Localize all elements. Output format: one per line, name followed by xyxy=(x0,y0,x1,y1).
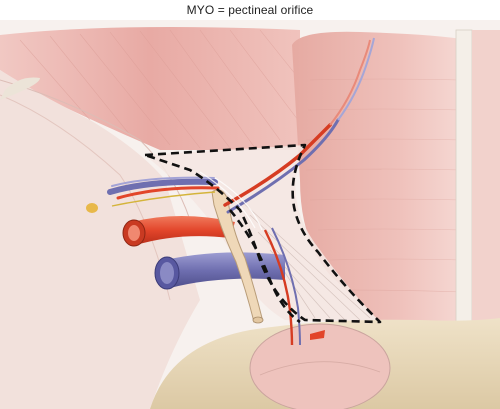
transversalis-fascia xyxy=(145,145,380,322)
femoral-vein xyxy=(165,252,285,288)
fascia-left xyxy=(0,70,200,409)
femoral-artery xyxy=(132,216,235,245)
epigastric-vein xyxy=(226,118,340,214)
oblique-muscle xyxy=(0,26,300,151)
rectus-muscle xyxy=(292,31,470,332)
myopectineal-outline xyxy=(143,143,382,324)
figure-caption: MYO = pectineal orifice xyxy=(186,3,314,17)
small-vessel-cut xyxy=(310,330,325,340)
